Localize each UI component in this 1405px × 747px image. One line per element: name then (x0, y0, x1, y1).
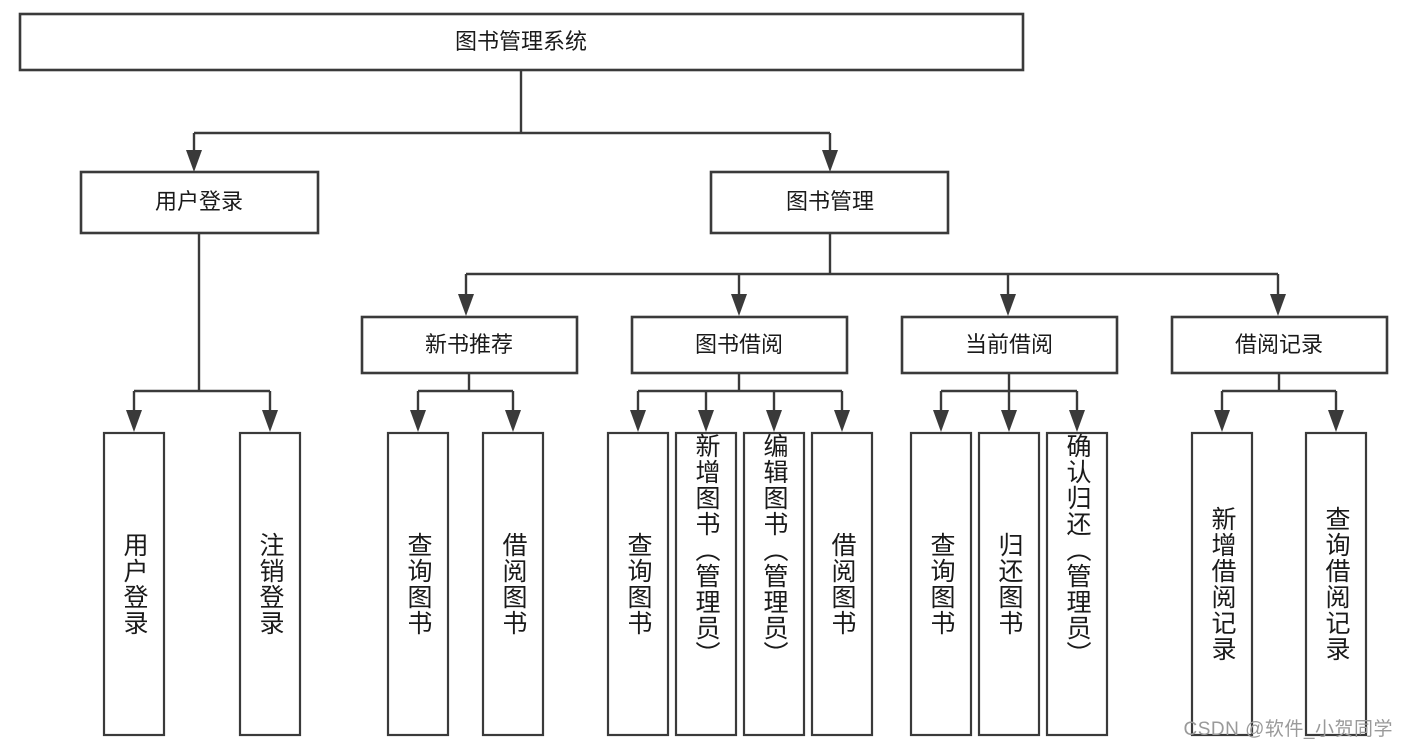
leaf-box-record-add[interactable] (1190, 431, 1254, 737)
leaf-box-borrow-edit[interactable] (742, 431, 806, 737)
connector-user-login-to-leaves (126, 233, 278, 432)
node-user-login[interactable]: 用户登录 (79, 170, 320, 235)
leaf-box-user-login-logout[interactable] (238, 431, 302, 737)
connector-book-borrow-to-leaves (630, 373, 850, 432)
connector-new-book-to-leaves (410, 373, 521, 432)
node-borrow-records-label: 借阅记录 (1235, 332, 1323, 357)
leaf-box-borrow-add[interactable] (674, 431, 738, 737)
leaf-box-user-login-login[interactable] (102, 431, 166, 737)
connector-borrow-records-to-leaves (1214, 373, 1344, 432)
node-user-login-label: 用户登录 (155, 189, 243, 214)
node-book-borrow[interactable]: 图书借阅 (630, 315, 849, 375)
leaf-box-current-confirm[interactable] (1045, 431, 1109, 737)
node-root[interactable]: 图书管理系统 (18, 12, 1025, 72)
node-current-borrow[interactable]: 当前借阅 (900, 315, 1119, 375)
watermark-text: CSDN @软件_小贺同学 (1183, 719, 1393, 740)
leaf-box-borrow-query[interactable] (606, 431, 670, 737)
node-root-label: 图书管理系统 (455, 29, 587, 54)
leaf-box-new-book-borrow[interactable] (481, 431, 545, 737)
node-book-borrow-label: 图书借阅 (695, 332, 783, 357)
node-current-borrow-label: 当前借阅 (965, 332, 1053, 357)
node-borrow-records[interactable]: 借阅记录 (1170, 315, 1389, 375)
node-new-book-recommend[interactable]: 新书推荐 (360, 315, 579, 375)
connector-book-mgmt-to-level3 (458, 233, 1286, 316)
leaf-box-record-query[interactable] (1304, 431, 1368, 737)
node-new-book-recommend-label: 新书推荐 (425, 332, 513, 357)
leaf-box-new-book-query[interactable] (386, 431, 450, 737)
connector-root-to-level2 (186, 70, 838, 172)
node-book-management[interactable]: 图书管理 (709, 170, 950, 235)
leaf-box-current-query[interactable] (909, 431, 973, 737)
leaf-box-current-return[interactable] (977, 431, 1041, 737)
leaf-box-borrow-lend[interactable] (810, 431, 874, 737)
connector-current-borrow-to-leaves (933, 373, 1085, 432)
node-book-management-label: 图书管理 (786, 189, 874, 214)
